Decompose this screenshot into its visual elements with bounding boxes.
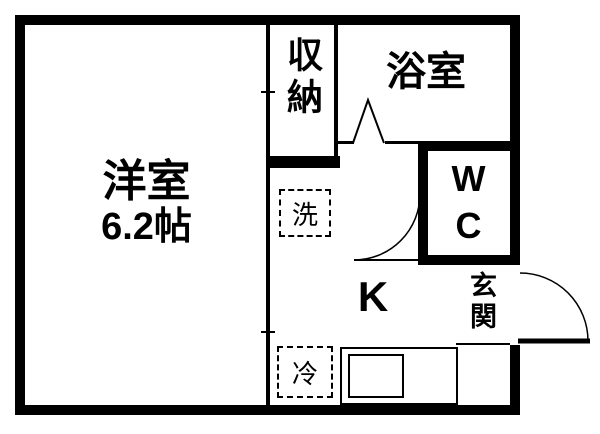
- wall-bathroom-bottom-right: [385, 141, 420, 144]
- kitchen-label: K: [357, 273, 389, 320]
- wall-wc-bottom: [418, 255, 510, 265]
- wall-outer-right-lower: [510, 345, 520, 415]
- fridge-space: 冷: [277, 346, 333, 398]
- closet-label: 収納: [282, 36, 323, 120]
- fridge-label: 冷: [291, 358, 318, 389]
- entrance-label: 玄関: [466, 271, 496, 333]
- western-room-label: 洋室: [102, 157, 191, 206]
- wall-westernroom-divider: [266, 25, 270, 405]
- wall-wc-top: [418, 141, 510, 151]
- wall-opening-tick-bottom: [261, 331, 275, 333]
- entrance-step-line: [456, 343, 510, 345]
- bathroom-label: 浴室: [386, 50, 466, 94]
- washer-label: 洗: [291, 199, 318, 230]
- wall-outer-right-upper: [510, 15, 520, 265]
- wall-outer-left: [15, 15, 25, 415]
- washer-space: 洗: [279, 189, 331, 237]
- wall-outer-bottom: [15, 405, 520, 415]
- kitchen-sink: [348, 354, 404, 398]
- wc-door-arc: [353, 193, 421, 261]
- entrance-door-arc: [519, 272, 589, 342]
- wall-outer-top: [15, 15, 520, 25]
- wall-opening-tick-top: [261, 91, 275, 93]
- wc-label: WC: [448, 158, 489, 252]
- western-room-size: 6.2帖: [101, 206, 192, 248]
- wall-wc-left: [418, 141, 428, 265]
- wall-closet-bottom: [270, 156, 340, 168]
- wall-closet-right: [334, 25, 338, 156]
- wall-bathroom-bottom-left: [338, 141, 354, 144]
- bathroom-door-triangle: [352, 97, 385, 144]
